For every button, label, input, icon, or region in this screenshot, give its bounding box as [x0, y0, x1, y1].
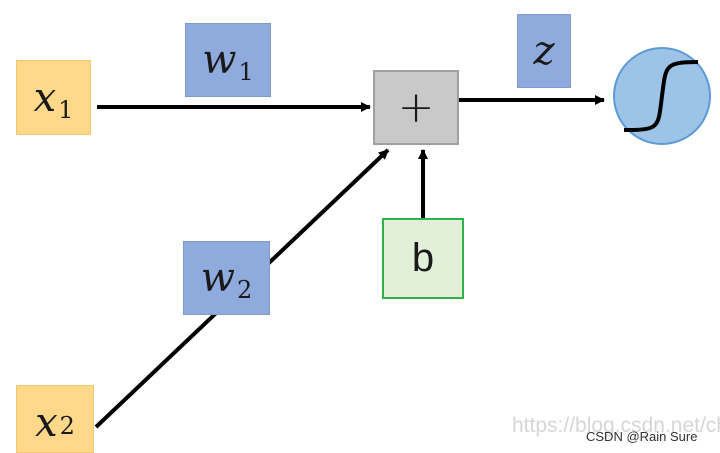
sum-node-label: +	[397, 82, 435, 133]
watermark-url: https://blog.csdn.net/ch	[512, 414, 720, 437]
output-z: z	[517, 14, 571, 88]
bias-node: b	[382, 218, 464, 299]
input-x2-subscript: 2	[59, 412, 75, 440]
input-x2-symbol: x	[35, 400, 58, 446]
watermark-credit: CSDN @Rain Sure	[586, 429, 698, 444]
weight-w1-symbol: w	[202, 37, 237, 83]
weight-w2-subscript: 2	[236, 276, 253, 304]
sigmoid-icon	[613, 47, 711, 145]
weight-w1-subscript: 1	[238, 58, 254, 86]
weight-w2-symbol: w	[200, 255, 235, 301]
input-x1-symbol: x	[33, 74, 57, 121]
bias-node-label: b	[411, 236, 435, 280]
input-x1-subscript: 1	[58, 95, 74, 124]
sum-node: +	[373, 70, 459, 145]
output-z-symbol: z	[533, 28, 555, 74]
